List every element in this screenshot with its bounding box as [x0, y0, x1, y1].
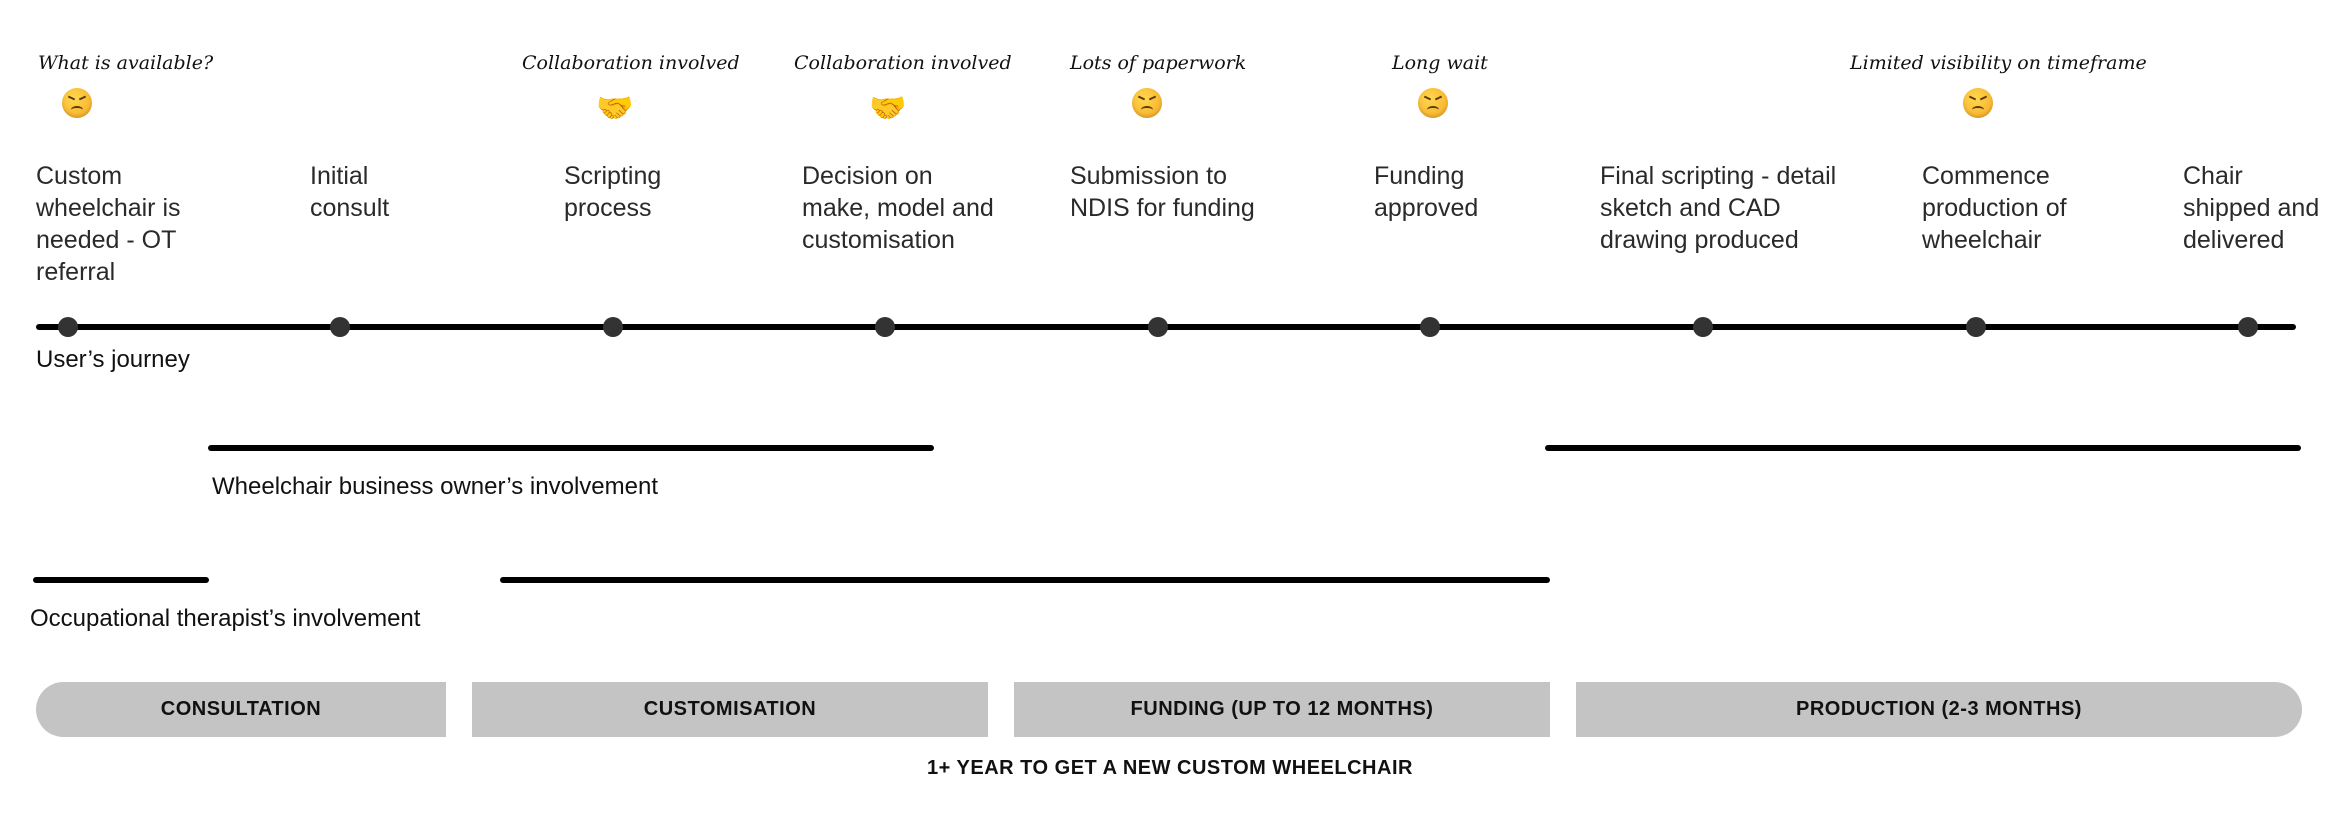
user-journey-label: User’s journey: [36, 346, 190, 373]
step-submission-ndis: Submission to NDIS for funding: [1070, 162, 1255, 222]
frowning-face-icon: [62, 88, 92, 118]
step-scripting-process: Scripting process: [564, 162, 662, 222]
timeline-dot: [2238, 317, 2258, 337]
note-lots-of-paperwork: Lots of paperwork: [1070, 52, 1247, 74]
step-funding-approved: Funding approved: [1374, 162, 1479, 222]
frowning-face-icon: [1132, 88, 1162, 118]
timeline-dot: [603, 317, 623, 337]
note-long-wait: Long wait: [1392, 52, 1488, 74]
timeline-dot: [875, 317, 895, 337]
phase-production: PRODUCTION (2-3 MONTHS): [1576, 682, 2302, 737]
handshake-icon: 🤝: [869, 92, 907, 125]
phase-customisation: CUSTOMISATION: [472, 682, 988, 737]
note-collaboration-2: Collaboration involved: [794, 52, 1012, 74]
ot-involvement-label: Occupational therapist’s involvement: [30, 605, 421, 632]
phase-consultation: CONSULTATION: [36, 682, 446, 737]
timeline-dot: [1148, 317, 1168, 337]
frowning-face-icon: [1963, 88, 1993, 118]
business-involvement-label: Wheelchair business owner’s involvement: [212, 473, 658, 500]
note-collaboration-1: Collaboration involved: [522, 52, 740, 74]
phase-funding: FUNDING (UP TO 12 MONTHS): [1014, 682, 1550, 737]
timeline-dot: [1966, 317, 1986, 337]
ot-involvement-bar: [500, 577, 1550, 583]
timeline-dot: [330, 317, 350, 337]
ot-involvement-bar: [33, 577, 209, 583]
handshake-icon: 🤝: [596, 92, 634, 125]
timeline-dot: [58, 317, 78, 337]
footer-summary: 1+ YEAR TO GET A NEW CUSTOM WHEELCHAIR: [927, 757, 1413, 779]
business-involvement-bar: [1545, 445, 2301, 451]
step-decision-make-model: Decision on make, model and customisatio…: [802, 162, 994, 254]
timeline-dot: [1693, 317, 1713, 337]
timeline-dot: [1420, 317, 1440, 337]
step-chair-delivered: Chair shipped and delivered: [2183, 162, 2320, 254]
frowning-face-icon: [1418, 88, 1448, 118]
note-what-is-available: What is available?: [38, 52, 214, 74]
business-involvement-bar: [208, 445, 934, 451]
step-initial-consult: Initial consult: [310, 162, 390, 222]
note-limited-visibility: Limited visibility on timeframe: [1850, 52, 2147, 74]
step-ot-referral: Custom wheelchair is needed - OT referra…: [36, 162, 181, 286]
step-final-scripting: Final scripting - detail sketch and CAD …: [1600, 162, 1837, 254]
step-commence-production: Commence production of wheelchair: [1922, 162, 2067, 254]
